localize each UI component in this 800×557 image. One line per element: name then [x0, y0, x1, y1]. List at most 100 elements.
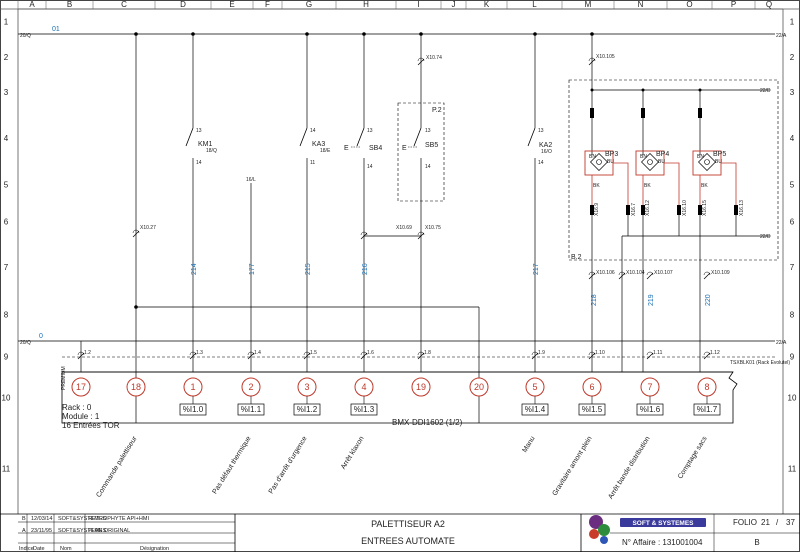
terminal-number: 1.8 [424, 350, 431, 356]
ka2-terminal-13: 13 [538, 128, 544, 134]
sb5-terminal-14: 14 [425, 164, 431, 170]
input-description: Pas défaut thermique [211, 435, 252, 495]
company-logo: SOFT & SYSTEMES [589, 515, 706, 544]
sensor-box-b2 [568, 79, 779, 261]
sheet-title-1: PALETTISEUR A2 [371, 519, 445, 529]
connector-x10104: X10.104 [626, 270, 645, 276]
column-label: A [29, 0, 35, 9]
connector-x10105: X10.105 [596, 54, 615, 60]
column-label: D [180, 0, 186, 9]
column-label: L [532, 0, 537, 9]
ka3-terminal-11: 11 [310, 160, 315, 166]
sb5-actuator: E [402, 145, 407, 152]
company-logo-text: SOFT & SYSTEMES [632, 520, 694, 527]
terminal-number: 1.3 [196, 350, 203, 356]
revision-header: Indice [19, 546, 34, 552]
sensor-tag: BP4 [656, 151, 669, 158]
folio-separator: / [776, 518, 779, 527]
input-description: Pas d'arrêt d'urgence [268, 435, 309, 495]
sensor-side-connector: X16.13 [739, 200, 745, 216]
sensor-tag: BP3 [605, 151, 618, 158]
affaire-number: N° Affaire : 131001004 [622, 538, 703, 547]
plc-pin: 3 [304, 382, 309, 392]
sensor-rail-bottom-ref: 22/D [760, 234, 771, 240]
column-label: K [484, 0, 490, 9]
connector-x10107: X10.107 [654, 270, 673, 276]
plc-pin: 6 [589, 382, 594, 392]
wire-number: 219 [648, 294, 655, 306]
plc-address: %I1.2 [297, 405, 318, 414]
wire-number: 218 [591, 294, 598, 306]
sensor-bottom-connector: X16.12 [645, 200, 651, 216]
revision-name: SOFT&SYSTEMES [58, 528, 107, 534]
sensor-side-connector: X16.10 [682, 200, 688, 216]
plc-address: %I1.5 [582, 405, 603, 414]
connector-marks [132, 57, 711, 280]
terminal-number: 1.4 [254, 350, 261, 356]
plc-pin: 8 [704, 382, 709, 392]
sb5-terminal-13: 13 [425, 128, 431, 134]
wire-number: 214 [191, 263, 198, 275]
terminal-number: 1.10 [595, 350, 605, 356]
sensor-pin-bn: BN [697, 154, 704, 160]
terminal-number: 1.6 [367, 350, 374, 356]
revision-name: SOFT&SYSTEMES [58, 516, 107, 522]
rail-top-left-ref: 20/Q [20, 33, 31, 39]
column-label: G [306, 0, 312, 9]
contact-ka3 [299, 127, 308, 147]
column-label: C [121, 0, 127, 9]
sensor-pin-bk: BK [644, 183, 651, 189]
row-label: 3 [4, 88, 9, 97]
row-label-right: 3 [790, 88, 795, 97]
sensor-bottom-connector: X16.9 [594, 203, 600, 216]
box-p2-label: P.2 [432, 107, 442, 114]
plc-pin: 18 [131, 382, 141, 392]
row-label: 2 [4, 53, 9, 62]
plc-address: %I1.1 [241, 405, 262, 414]
plc-address: %I1.0 [183, 405, 204, 414]
input-description: Commande palettiseur [95, 435, 139, 499]
contact-ka2 [527, 127, 536, 147]
plc-address: %I1.3 [354, 405, 375, 414]
sb4-terminal-14: 14 [367, 164, 373, 170]
ka3-tag: KA3 [312, 141, 325, 148]
plc-pin: 17 [76, 382, 86, 392]
box-b2-label: B.2 [571, 254, 582, 261]
sheet-title-2: ENTREES AUTOMATE [361, 536, 455, 546]
input-description: Manu [521, 435, 536, 454]
row-label: 4 [4, 134, 9, 143]
ka3-terminal-14: 14 [310, 128, 316, 134]
row-label-right: 11 [788, 465, 797, 474]
sensor-bottom-connector: X16.15 [702, 200, 708, 216]
wire-number: 215 [305, 263, 312, 275]
row-label: 9 [4, 353, 9, 362]
row-label: 11 [2, 465, 11, 474]
column-label: J [452, 0, 456, 9]
rack-reference: TSXBLK01 (Rack Evolutel) [730, 360, 790, 366]
km1-ref: 18/Q [206, 148, 217, 154]
km1-tag: KM1 [198, 141, 213, 148]
connector-x10106: X10.106 [596, 270, 615, 276]
wire-number: 216 [362, 263, 369, 275]
plc-address: %I1.7 [697, 405, 718, 414]
plc-pin: 7 [647, 382, 652, 392]
plc-pin: 19 [416, 382, 426, 392]
sb4-terminal-13: 13 [367, 128, 373, 134]
row-label-right: 4 [790, 134, 795, 143]
plc-inputs: 16 Entrées TOR [62, 421, 120, 430]
column-label: F [265, 0, 270, 9]
sb4-tag: SB4 [369, 145, 382, 152]
wire-number: 217 [533, 263, 540, 275]
km1-terminal-14: 14 [196, 160, 202, 166]
rail-bottom-right-ref: 22/A [776, 340, 787, 346]
plc-pin: 5 [532, 382, 537, 392]
revision-header: Désignation [140, 546, 169, 552]
connector-x1069: X10.69 [396, 225, 412, 231]
